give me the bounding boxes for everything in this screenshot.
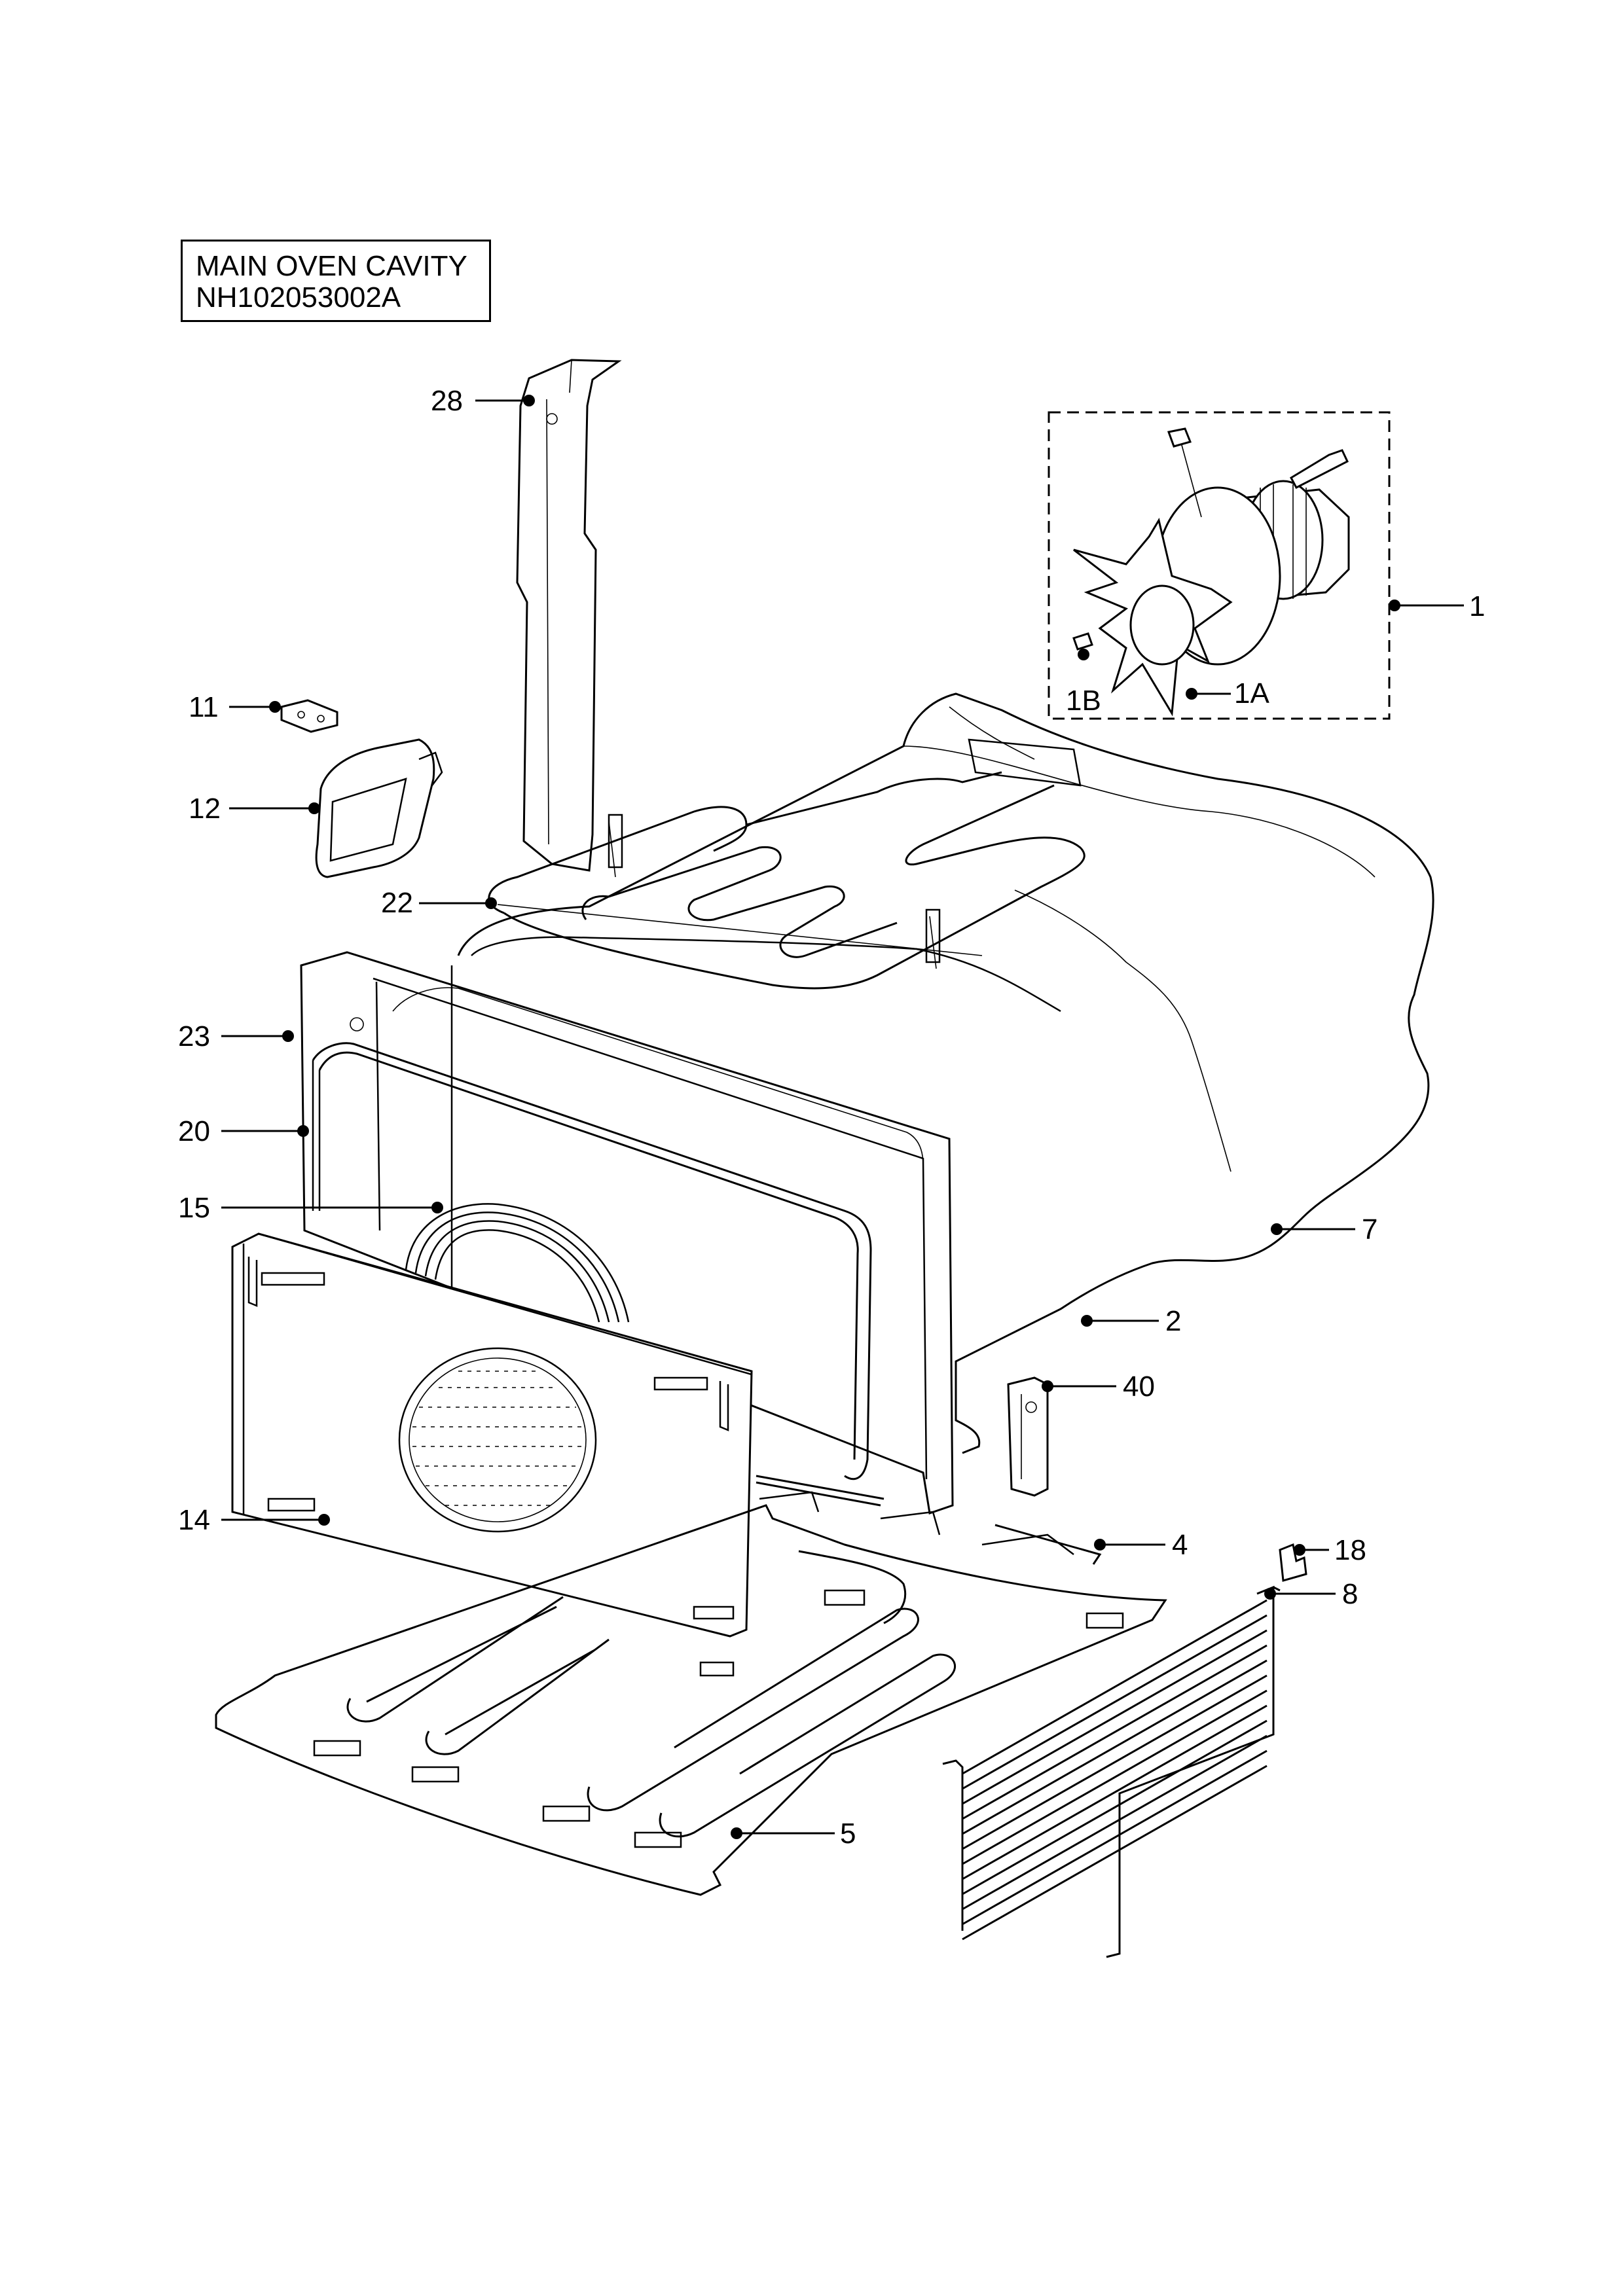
callout-1a: 1A	[1234, 677, 1269, 709]
wiring-harness	[405, 1203, 630, 1323]
callout-28: 28	[431, 385, 463, 417]
base-element-wire	[756, 1475, 1102, 1565]
lamp-bracket	[280, 699, 338, 733]
callout-labels: 28 1 1A 1B 11 12 22 23 20 15 7 2 40 14 4…	[178, 385, 1485, 1850]
callout-23: 23	[178, 1020, 210, 1052]
grill-element	[488, 738, 1085, 990]
door-switch	[1007, 1376, 1049, 1497]
fan-cover-panel	[231, 1232, 753, 1638]
callout-18: 18	[1334, 1534, 1366, 1566]
fan-cover-perforation	[412, 1371, 583, 1506]
callout-20: 20	[178, 1115, 210, 1147]
door-seal	[312, 1042, 872, 1480]
callout-12: 12	[189, 793, 221, 825]
base-plate-tabs	[313, 1589, 1124, 1848]
front-frame	[300, 951, 954, 1515]
oven-lamp	[315, 738, 443, 878]
callout-7: 7	[1362, 1213, 1377, 1246]
rear-bracket	[516, 359, 622, 872]
callout-2: 2	[1165, 1305, 1181, 1337]
shelf-clip	[1279, 1543, 1307, 1582]
callout-8: 8	[1342, 1578, 1358, 1610]
callout-5: 5	[840, 1818, 856, 1850]
base-plate	[215, 1491, 1167, 1896]
callout-14: 14	[178, 1504, 210, 1536]
diagram-title-box: MAIN OVEN CAVITY NH102053002A	[181, 240, 491, 322]
callout-4: 4	[1172, 1529, 1188, 1561]
callout-11: 11	[189, 691, 219, 723]
diagram-title: MAIN OVEN CAVITY	[196, 250, 467, 282]
callout-leaders	[221, 395, 1464, 1839]
callout-1b: 1B	[1066, 685, 1101, 717]
fan-motor-assembly	[1048, 411, 1391, 720]
shelf-runner-rails	[962, 1599, 1267, 1941]
callout-40: 40	[1123, 1371, 1155, 1403]
callout-22: 22	[381, 887, 413, 919]
shelf-runner	[942, 1585, 1281, 1958]
callout-15: 15	[178, 1192, 210, 1224]
diagram-code: NH102053002A	[196, 281, 401, 314]
oven-cavity-shell	[457, 692, 1434, 1454]
callout-1: 1	[1469, 590, 1485, 622]
